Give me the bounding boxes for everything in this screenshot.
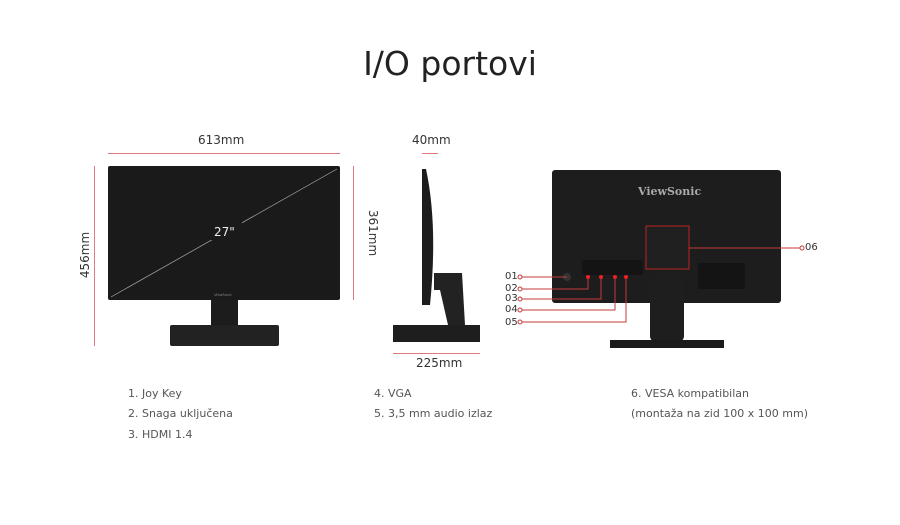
callout-01: 01 (505, 271, 518, 282)
spec-joy-key: 1. Joy Key (128, 387, 182, 400)
callout-05: 05 (505, 317, 518, 328)
side-monitor-image (393, 169, 480, 342)
callout-03: 03 (505, 293, 518, 304)
total-height-label: 456mm (78, 231, 93, 279)
depth-dimension-line (422, 153, 438, 154)
spec-vesa: 6. VESA kompatibilan (631, 387, 749, 400)
base-depth-label: 225mm (416, 356, 463, 370)
diagonal-label: 27" (214, 225, 235, 239)
spec-audio: 5. 3,5 mm audio izlaz (374, 407, 493, 420)
spec-vga: 4. VGA (374, 387, 412, 400)
depth-label: 40mm (412, 133, 451, 147)
front-monitor-image: ViewSonic (108, 166, 340, 346)
base-depth-dimension-line (393, 353, 480, 354)
width-dimension-line (108, 153, 340, 154)
callout-04: 04 (505, 304, 518, 315)
brand-logo: ViewSonic (638, 185, 702, 198)
callout-06: 06 (805, 242, 818, 253)
spec-vesa-note: (montaža na zid 100 x 100 mm) (631, 407, 809, 420)
svg-text:ViewSonic: ViewSonic (214, 293, 232, 297)
height-dimension-line (94, 166, 95, 346)
callout-02: 02 (505, 283, 518, 294)
rear-monitor-image (552, 170, 781, 348)
screen-height-dimension-line (353, 166, 354, 300)
callout-lines (517, 245, 805, 325)
page-title: I/O portovi (363, 44, 537, 83)
spec-power: 2. Snaga uključena (128, 407, 233, 420)
width-label: 613mm (198, 133, 245, 147)
spec-hdmi: 3. HDMI 1.4 (128, 428, 193, 441)
screen-height-label: 361mm (366, 209, 381, 257)
